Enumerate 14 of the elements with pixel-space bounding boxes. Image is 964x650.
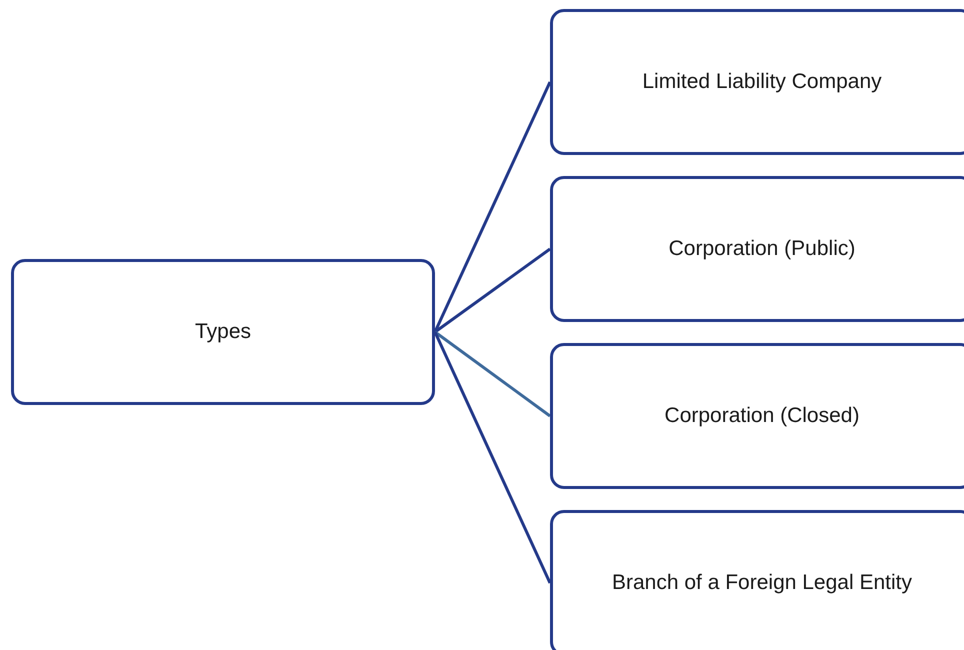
box-label: Branch of a Foreign Legal Entity	[610, 570, 913, 596]
box-label: Corporation (Public)	[668, 236, 856, 262]
rounded-box	[550, 176, 964, 322]
connector-line	[434, 330, 551, 418]
rounded-box	[11, 259, 435, 405]
connector-line	[434, 248, 551, 334]
connector-line	[434, 331, 552, 584]
rounded-box	[550, 343, 964, 489]
box-label: Corporation (Closed)	[664, 403, 860, 430]
rounded-box	[550, 9, 964, 155]
connector-line	[434, 81, 552, 333]
box-label: Types	[194, 319, 252, 346]
rounded-box	[550, 510, 964, 650]
box-label: Limited Liability Company	[641, 69, 883, 96]
